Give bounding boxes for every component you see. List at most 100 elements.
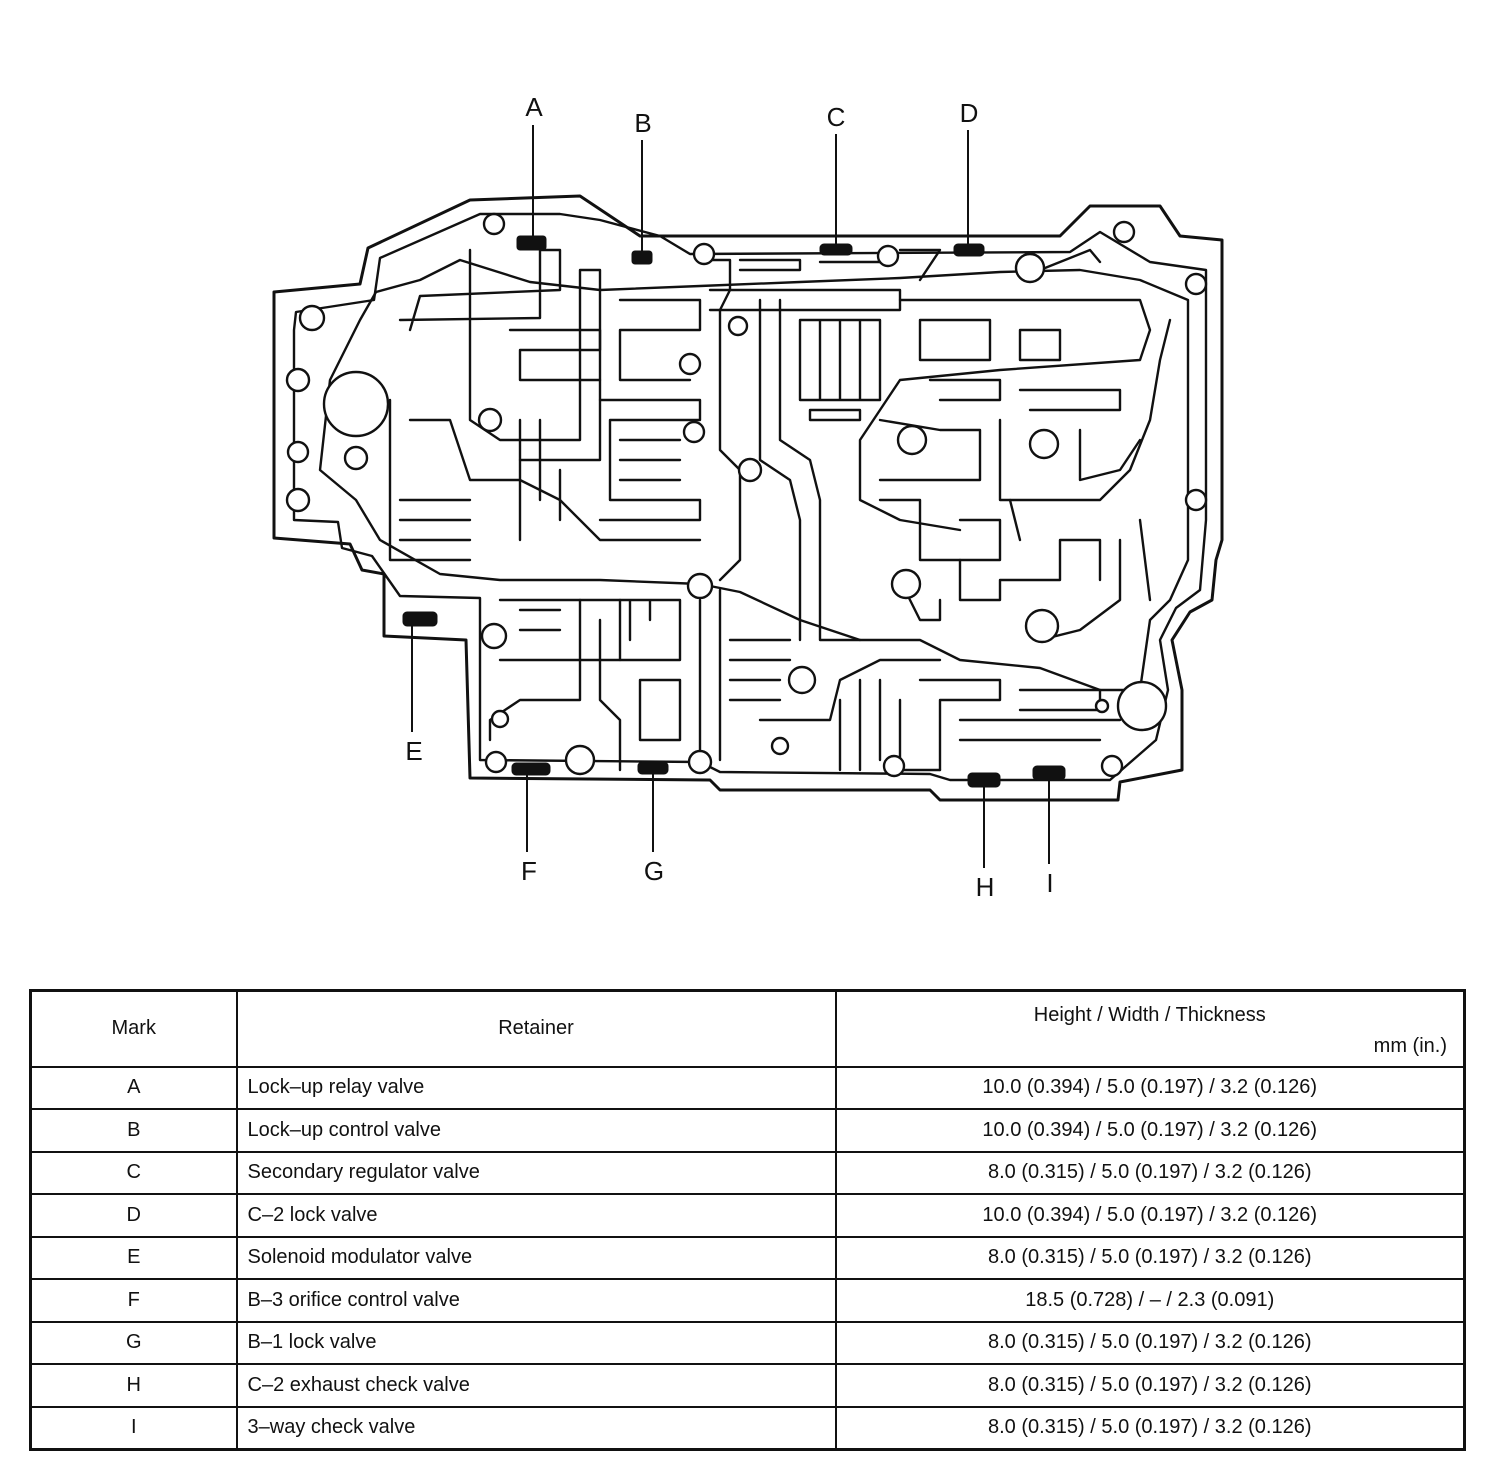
retainer-c xyxy=(819,243,853,256)
table-row: H C–2 exhaust check valve 8.0 (0.315) / … xyxy=(29,1363,1466,1408)
channel xyxy=(858,678,942,772)
channel xyxy=(618,438,682,482)
cell-mark: I xyxy=(29,1405,238,1450)
retainer-spec-table: Mark Retainer Height / Width / Thickness… xyxy=(29,989,1466,1451)
table-row: D C–2 lock valve 10.0 (0.394) / 5.0 (0.1… xyxy=(29,1193,1466,1238)
channel xyxy=(758,658,942,772)
table-row: F B–3 orifice control valve 18.5 (0.728)… xyxy=(29,1278,1466,1323)
cell-dimensions: 8.0 (0.315) / 5.0 (0.197) / 3.2 (0.126) xyxy=(834,1235,1466,1280)
retainer-h xyxy=(967,772,1001,788)
retainer-a xyxy=(516,235,547,251)
retainer-b xyxy=(631,250,653,265)
channel xyxy=(808,408,862,422)
header-mark: Mark xyxy=(29,989,238,1068)
channel xyxy=(928,378,1122,412)
channel xyxy=(388,398,472,562)
channel xyxy=(498,598,622,662)
cell-dimensions: 10.0 (0.394) / 5.0 (0.197) / 3.2 (0.126) xyxy=(834,1108,1466,1153)
cell-retainer: Lock–up relay valve xyxy=(235,1065,837,1110)
callout-g: G xyxy=(644,856,664,886)
cell-retainer: C–2 exhaust check valve xyxy=(235,1363,837,1408)
retainer-marks xyxy=(402,235,1066,788)
leader-lines xyxy=(411,125,1050,868)
bolt-holes xyxy=(285,212,1208,778)
channel xyxy=(798,318,882,402)
channel xyxy=(468,248,602,462)
cell-retainer: B–3 orifice control valve xyxy=(235,1278,837,1323)
channel xyxy=(518,418,562,542)
channel xyxy=(858,298,1152,532)
channel xyxy=(898,578,942,622)
channel xyxy=(958,498,1022,562)
cell-dimensions: 10.0 (0.394) / 5.0 (0.197) / 3.2 (0.126) xyxy=(834,1065,1466,1110)
channel xyxy=(878,498,1102,602)
retainer-d xyxy=(953,243,985,257)
channel xyxy=(998,318,1172,502)
outer-channel xyxy=(292,212,1208,782)
callout-b: B xyxy=(634,108,651,138)
table-row: G B–1 lock valve 8.0 (0.315) / 5.0 (0.19… xyxy=(29,1320,1466,1365)
cell-mark: A xyxy=(29,1065,238,1110)
channel xyxy=(878,418,982,482)
cell-mark: E xyxy=(29,1235,238,1280)
callout-d: D xyxy=(960,98,979,128)
cell-retainer: C–2 lock valve xyxy=(235,1193,837,1238)
callout-h: H xyxy=(976,872,995,902)
valve-body-diagram: A B C D E F G H I xyxy=(272,92,1224,902)
cell-mark: H xyxy=(29,1363,238,1408)
channel xyxy=(918,678,1122,772)
channel xyxy=(1078,428,1142,482)
channel xyxy=(698,258,742,582)
inner-channel xyxy=(318,258,1190,692)
cell-retainer: B–1 lock valve xyxy=(235,1320,837,1365)
cell-retainer: 3–way check valve xyxy=(235,1405,837,1450)
header-unit: mm (in.) xyxy=(1373,1034,1447,1057)
channel xyxy=(488,598,622,772)
table-row: B Lock–up control valve 10.0 (0.394) / 5… xyxy=(29,1108,1466,1153)
channel xyxy=(778,298,862,642)
cell-mark: F xyxy=(29,1278,238,1323)
cell-dimensions: 8.0 (0.315) / 5.0 (0.197) / 3.2 (0.126) xyxy=(834,1363,1466,1408)
retainer-e xyxy=(402,611,438,627)
retainer-f xyxy=(511,762,551,776)
channel xyxy=(1018,688,1102,712)
cell-mark: G xyxy=(29,1320,238,1365)
retainer-i xyxy=(1032,765,1066,781)
table-row: C Secondary regulator valve 8.0 (0.315) … xyxy=(29,1150,1466,1195)
channel xyxy=(738,248,942,282)
table-row: A Lock–up relay valve 10.0 (0.394) / 5.0… xyxy=(29,1065,1466,1110)
cell-retainer: Solenoid modulator valve xyxy=(235,1235,837,1280)
channel xyxy=(698,588,792,772)
cell-dimensions: 8.0 (0.315) / 5.0 (0.197) / 3.2 (0.126) xyxy=(834,1405,1466,1450)
header-retainer: Retainer xyxy=(235,989,837,1068)
header-dimensions: Height / Width / Thickness mm (in.) xyxy=(834,989,1466,1068)
channel xyxy=(758,298,802,642)
channel xyxy=(598,398,702,522)
cell-retainer: Lock–up control valve xyxy=(235,1108,837,1153)
table-row: I 3–way check valve 8.0 (0.315) / 5.0 (0… xyxy=(29,1405,1466,1450)
cell-dimensions: 10.0 (0.394) / 5.0 (0.197) / 3.2 (0.126) xyxy=(834,1193,1466,1238)
callout-i: I xyxy=(1046,868,1053,898)
callout-f: F xyxy=(521,856,537,886)
callout-c: C xyxy=(827,102,846,132)
cell-dimensions: 8.0 (0.315) / 5.0 (0.197) / 3.2 (0.126) xyxy=(834,1320,1466,1365)
channel xyxy=(638,678,682,742)
channel xyxy=(398,248,562,332)
cell-retainer: Secondary regulator valve xyxy=(235,1150,837,1195)
cell-mark: B xyxy=(29,1108,238,1153)
channel xyxy=(618,298,702,382)
table-row: E Solenoid modulator valve 8.0 (0.315) /… xyxy=(29,1235,1466,1280)
channel xyxy=(1038,518,1152,642)
channel xyxy=(618,598,682,662)
retainer-g xyxy=(637,761,669,775)
cell-dimensions: 8.0 (0.315) / 5.0 (0.197) / 3.2 (0.126) xyxy=(834,1150,1466,1195)
channel xyxy=(508,328,602,382)
table-header-row: Mark Retainer Height / Width / Thickness… xyxy=(29,989,1466,1068)
cell-mark: C xyxy=(29,1150,238,1195)
channel xyxy=(918,318,1062,362)
valve-body-plate-outline xyxy=(272,194,1224,802)
callout-a: A xyxy=(525,92,543,122)
cell-mark: D xyxy=(29,1193,238,1238)
channel xyxy=(708,288,902,312)
callout-e: E xyxy=(405,736,422,766)
